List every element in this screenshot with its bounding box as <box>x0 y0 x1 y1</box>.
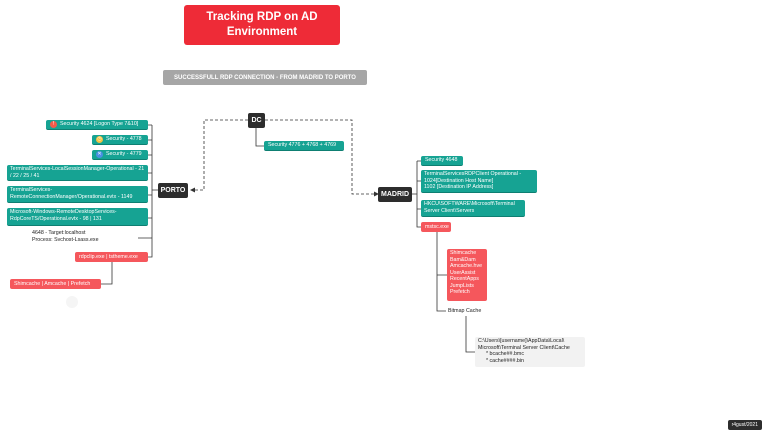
madrid-arrowhead <box>374 191 379 197</box>
cache-path-line2: Microsoft\Terminal Server Client\Cache <box>478 344 570 351</box>
bitmap-cache-path: C:\Users\[username]\AppData\Local\ Micro… <box>475 337 585 367</box>
porto-log-localsession: TerminalServices-LocalSessionManager-Ope… <box>7 165 148 181</box>
madrid-tree <box>412 160 421 228</box>
diagram-subtitle: SUCCESSFULL RDP CONNECTION - FROM MADRID… <box>163 70 367 85</box>
cache-file-bin: * cache####.bin <box>486 357 524 364</box>
porto-event-4624: !Security 4624 [Logon Type 7&10] <box>46 120 148 130</box>
madrid-mstsc: mstsc.exe <box>421 222 451 232</box>
bitmap-link <box>465 316 475 353</box>
dc-porto-link <box>193 119 248 191</box>
cache-file-bmc: * bcache##.bmc <box>486 351 524 357</box>
dc-event: Security 4776 + 4768 + 4769 <box>264 141 344 151</box>
madrid-bitmap-cache: Bitmap Cache <box>448 308 482 314</box>
client-log-line2: 1024[Destination Host Name] <box>424 177 494 184</box>
porto-log-rdpcore: Microsoft-Windows-RemoteDesktopServices-… <box>7 208 148 226</box>
author-signature: r4gust/2021 <box>727 420 762 430</box>
alert-icon: ! <box>50 121 57 128</box>
madrid-artifacts: Shimcache Bam&Dam Amcache.hve UserAssist… <box>447 249 487 301</box>
artifact-item: UserAssist <box>450 269 476 276</box>
registry-line1: HKCU\SOFTWARE\Microsoft\Terminal <box>424 201 515 207</box>
porto-tree <box>138 124 158 258</box>
madrid-event-4648: Security 4648 <box>421 156 463 166</box>
dc-madrid-link <box>265 119 378 195</box>
porto-process-note: 4648 - Target:localhost Process: Svchost… <box>32 230 140 246</box>
dc-event-link <box>255 128 264 147</box>
porto-artifacts: Shimcache | Amcache | Prefetch <box>10 279 101 289</box>
clock-icon: ◷ <box>96 136 103 143</box>
dc-node: DC <box>248 113 265 128</box>
madrid-registry: HKCU\SOFTWARE\Microsoft\Terminal Server … <box>421 200 525 217</box>
porto-rdpclip: rdpclip.exe | tstheme.exe <box>75 252 148 262</box>
porto-node: PORTO <box>158 183 188 198</box>
porto-arrowhead <box>190 187 195 193</box>
mstsc-tree <box>436 231 447 312</box>
process-note-line2: Process: Svchost-Lsass.exe <box>32 236 99 243</box>
madrid-client-log: TerminalServicesRDPClient Operational - … <box>421 170 537 193</box>
artifact-item: Shimcache <box>450 250 477 256</box>
artifact-item: Amcache.hve <box>450 263 483 269</box>
porto-log-remoteconnection: TerminalServices-RemoteConnectionManager… <box>7 186 148 203</box>
artifact-item: Prefetch <box>450 289 470 295</box>
decorative-dot <box>66 296 78 308</box>
artifact-item: JumpLists <box>450 282 474 289</box>
cache-path-line1: C:\Users\[username]\AppData\Local\ <box>478 338 565 344</box>
diagram-title: Tracking RDP on AD Environment <box>184 5 340 45</box>
porto-event-4778: ◷Security - 4778 <box>92 135 148 145</box>
artifact-item: RecentApps <box>450 276 479 282</box>
porto-event-4779: ✕Security - 4779 <box>92 150 148 160</box>
process-note-line1: 4648 - Target:localhost <box>32 230 86 236</box>
madrid-node: MADRID <box>378 187 412 202</box>
porto-artifacts-link <box>101 257 113 285</box>
registry-line2: Server Client\Servers <box>424 207 475 214</box>
artifact-item: Bam&Dam <box>450 256 476 263</box>
x-icon: ✕ <box>96 151 103 158</box>
client-log-line3: 1102 [Destination IP Address] <box>424 184 494 190</box>
client-log-line1: TerminalServicesRDPClient Operational - <box>424 171 522 177</box>
